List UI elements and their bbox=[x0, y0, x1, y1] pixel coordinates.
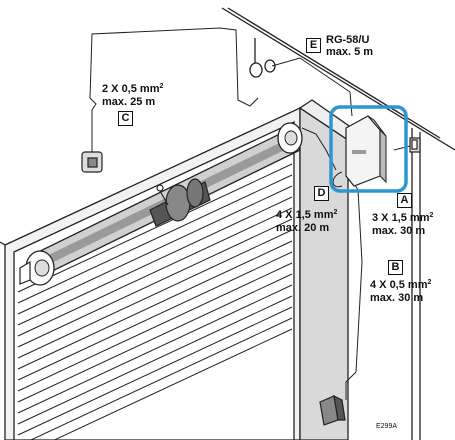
label-b-cable: 4 X 0,5 mm bbox=[370, 279, 428, 291]
label-a-length: max. 30 m bbox=[372, 225, 426, 237]
label-c-sup: 2 bbox=[159, 83, 164, 90]
shutter-slat bbox=[17, 229, 293, 359]
shutter-slat bbox=[17, 273, 293, 403]
shutter-slat bbox=[53, 328, 293, 440]
shutter-slat bbox=[29, 317, 293, 440]
shutter-slat bbox=[17, 306, 293, 436]
label-a-cable: 3 X 1,5 mm bbox=[372, 212, 430, 224]
label-d-sup: 2 bbox=[333, 209, 338, 216]
shutter-slat bbox=[17, 262, 293, 392]
label-c-length: max. 25 m bbox=[102, 96, 156, 108]
shutter-slat bbox=[17, 240, 293, 370]
shutter-slat bbox=[17, 295, 293, 425]
label-b-length: max. 30 m bbox=[370, 292, 424, 304]
label-e-spec: RG-58/U bbox=[326, 34, 370, 46]
photocell-icon bbox=[409, 137, 421, 153]
shutter-slat bbox=[17, 163, 293, 293]
label-b-box: B bbox=[388, 260, 403, 275]
shutter-slat bbox=[17, 174, 293, 304]
tubular-motor bbox=[149, 178, 211, 227]
shutter-slats bbox=[17, 163, 293, 440]
label-d-spec: 4 X 1,5 mm2 bbox=[276, 209, 337, 221]
shutter-slat bbox=[17, 218, 293, 348]
label-a-box: A bbox=[397, 193, 412, 208]
shutter-slat bbox=[17, 185, 293, 315]
label-c-box: C bbox=[118, 111, 133, 126]
label-d-cable: 4 X 1,5 mm bbox=[276, 209, 334, 221]
shutter-slat bbox=[17, 284, 293, 414]
label-c-spec: 2 X 0,5 mm2 bbox=[102, 83, 163, 95]
label-d-box: D bbox=[314, 186, 329, 201]
label-a-sup: 2 bbox=[429, 212, 434, 219]
label-e-length: max. 5 m bbox=[326, 46, 374, 58]
figure-code: E299A bbox=[376, 423, 398, 430]
label-a-spec: 3 X 1,5 mm2 bbox=[372, 212, 433, 224]
shutter-slat bbox=[17, 196, 293, 326]
antenna-icon bbox=[249, 38, 276, 78]
shutter-slat bbox=[17, 207, 293, 337]
label-d-length: max. 20 m bbox=[276, 222, 330, 234]
label-b-spec: 4 X 0,5 mm2 bbox=[370, 279, 431, 291]
label-c-cable: 2 X 0,5 mm bbox=[102, 83, 160, 95]
floor-sensor-icon bbox=[319, 394, 346, 426]
label-b-sup: 2 bbox=[427, 279, 432, 286]
control-unit bbox=[329, 105, 408, 193]
shutter-slat bbox=[17, 251, 293, 381]
label-e-box: E bbox=[306, 38, 321, 53]
wall-switch-icon bbox=[81, 151, 103, 173]
